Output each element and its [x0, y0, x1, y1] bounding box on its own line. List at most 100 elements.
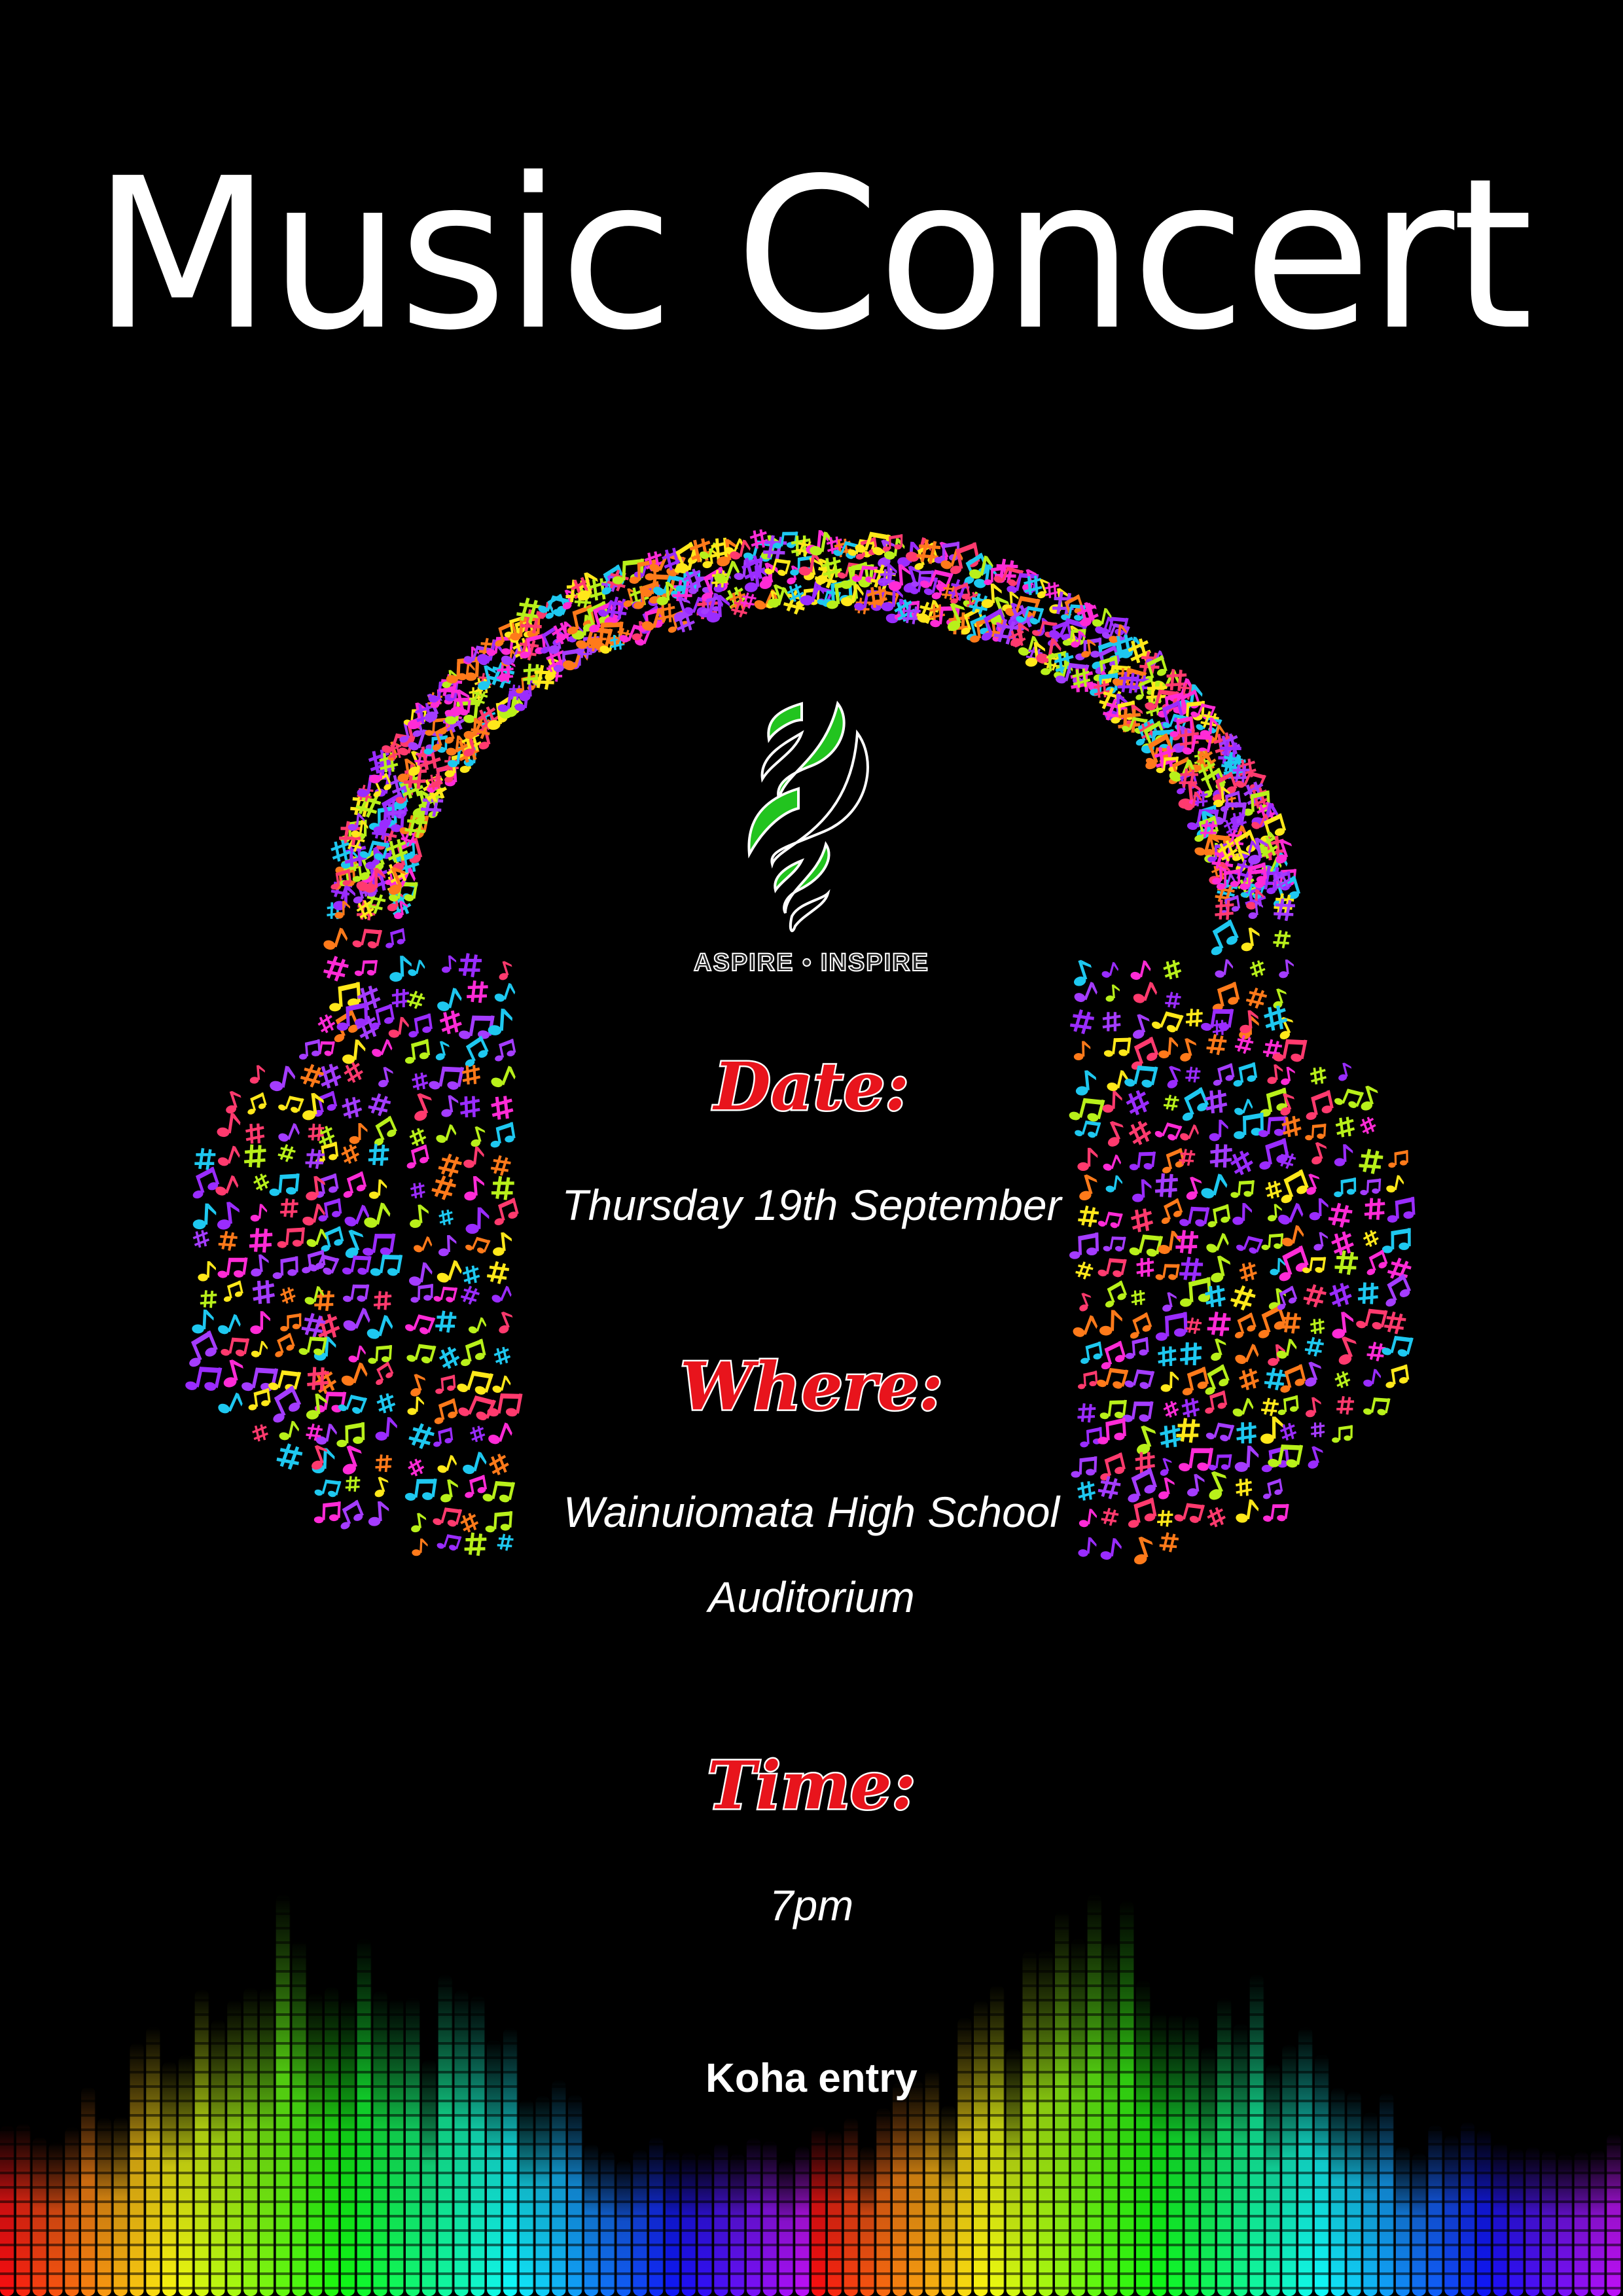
music-note-icon	[494, 982, 516, 1002]
sharp-icon	[551, 622, 573, 645]
sharp-icon	[1215, 899, 1234, 920]
sharp-icon	[408, 1423, 435, 1449]
music-note-icon	[363, 1233, 396, 1256]
music-note-icon	[465, 1207, 490, 1234]
sharp-icon	[1163, 960, 1182, 980]
sharp-icon	[427, 774, 443, 790]
music-note-icon	[1385, 1274, 1412, 1307]
music-note-icon	[374, 1477, 389, 1498]
sharp-icon	[1329, 1283, 1352, 1307]
music-note-icon	[341, 1362, 368, 1386]
music-note-icon	[463, 1451, 487, 1475]
music-note-icon	[764, 558, 791, 576]
music-note-icon	[349, 1122, 368, 1144]
sharp-icon	[438, 1346, 460, 1369]
music-note-icon	[1261, 1233, 1284, 1250]
sharp-icon	[1239, 1262, 1257, 1282]
sharp-icon	[588, 578, 610, 601]
sharp-icon	[683, 568, 704, 591]
music-note-icon	[1216, 869, 1241, 890]
music-note-icon	[1332, 1425, 1353, 1443]
sharp-icon	[866, 586, 888, 608]
music-note-icon	[370, 1003, 395, 1030]
music-note-icon	[368, 1501, 389, 1526]
music-note-icon	[375, 1417, 397, 1441]
music-note-icon	[1080, 1427, 1103, 1448]
sharp-icon	[460, 1285, 480, 1305]
music-note-icon	[493, 1232, 512, 1256]
music-note-icon	[348, 1345, 366, 1363]
music-note-icon	[491, 1066, 516, 1088]
music-note-icon	[1332, 1312, 1354, 1338]
music-note-icon	[388, 1016, 409, 1038]
sharp-icon	[1136, 1258, 1154, 1277]
music-note-icon	[1130, 1312, 1152, 1339]
music-note-icon	[478, 665, 497, 691]
sharp-icon	[438, 1210, 454, 1226]
sharp-icon	[1217, 840, 1238, 862]
sharp-icon	[368, 1143, 389, 1166]
sharp-icon	[461, 731, 482, 753]
music-note-icon	[437, 1534, 462, 1551]
music-note-icon	[490, 1122, 516, 1148]
music-note-icon	[385, 928, 406, 948]
music-note-icon	[364, 868, 385, 893]
sharp-icon	[431, 1175, 456, 1200]
music-note-icon	[1103, 1236, 1126, 1252]
music-note-icon	[441, 1095, 459, 1117]
music-note-icon	[762, 565, 778, 583]
music-note-icon	[338, 1395, 368, 1414]
music-note-icon	[345, 1229, 364, 1259]
music-note-icon	[342, 1039, 366, 1064]
sharp-icon	[252, 1424, 269, 1442]
sharp-icon	[993, 619, 1020, 645]
sharp-icon	[438, 1153, 462, 1178]
sharp-icon	[194, 1147, 216, 1170]
music-note-icon	[1182, 734, 1213, 755]
music-note-icon	[1069, 1232, 1099, 1259]
music-note-icon	[412, 1538, 428, 1556]
music-note-icon	[433, 1507, 463, 1527]
sharp-icon	[469, 689, 488, 707]
sharp-icon	[1179, 683, 1196, 700]
music-note-icon	[434, 1398, 458, 1424]
music-note-icon	[366, 1315, 393, 1339]
music-note-icon	[411, 1513, 427, 1533]
music-note-icon	[492, 1375, 511, 1393]
music-note-icon	[435, 1374, 456, 1394]
music-note-icon	[851, 565, 878, 583]
music-note-icon	[280, 1313, 302, 1332]
sharp-icon	[1093, 681, 1110, 698]
sharp-icon	[1175, 1230, 1199, 1254]
music-note-icon	[1100, 1452, 1126, 1480]
music-note-icon	[1305, 1123, 1327, 1141]
date-label: Date:	[712, 1048, 910, 1125]
sharp-icon	[1232, 764, 1250, 783]
sharp-icon	[821, 556, 842, 579]
music-note-icon	[1248, 901, 1264, 920]
music-note-icon	[1180, 1124, 1199, 1141]
sharp-icon	[330, 840, 351, 862]
sharp-icon	[1069, 1009, 1095, 1035]
sharp-icon	[644, 551, 664, 571]
sharp-icon	[1196, 750, 1217, 772]
sharp-icon	[435, 1310, 457, 1333]
sharp-icon	[409, 1128, 427, 1147]
headphones-notes	[185, 529, 1416, 1565]
sharp-icon	[355, 792, 382, 818]
music-note-icon	[494, 1198, 519, 1226]
music-note-icon	[485, 1511, 513, 1533]
sharp-icon	[318, 1064, 342, 1089]
sharp-icon	[461, 1065, 481, 1085]
sharp-icon	[1128, 638, 1152, 664]
music-note-icon	[1134, 1536, 1153, 1565]
music-note-icon	[405, 1314, 436, 1335]
music-note-icon	[336, 1002, 368, 1031]
sharp-icon	[243, 1144, 266, 1168]
sharp-icon	[870, 564, 897, 591]
music-note-icon	[1152, 1011, 1184, 1033]
music-note-icon	[408, 1013, 433, 1038]
music-note-icon	[250, 1311, 271, 1335]
music-note-icon	[279, 1420, 300, 1441]
sharp-icon	[994, 558, 1018, 584]
